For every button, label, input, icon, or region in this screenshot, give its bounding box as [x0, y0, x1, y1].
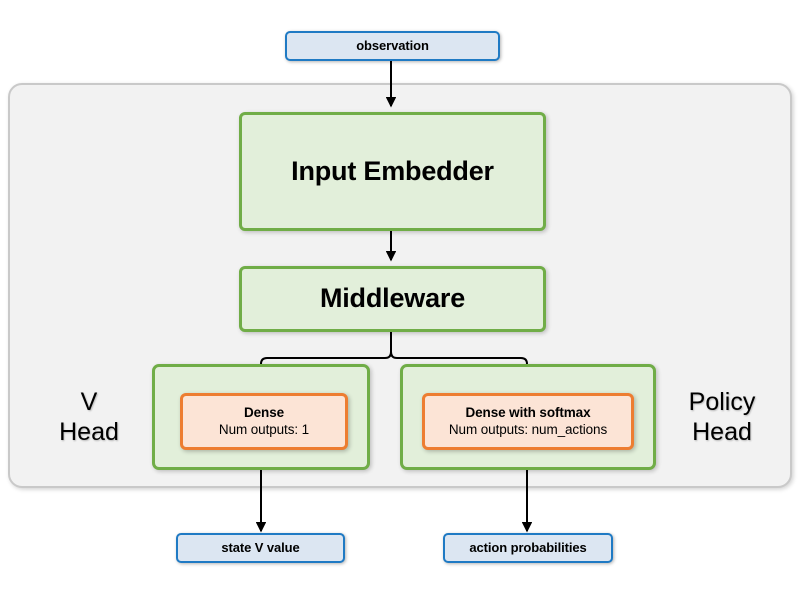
v-head-dense-subtitle: Num outputs: 1: [218, 422, 310, 437]
middleware-label: Middleware: [319, 283, 466, 314]
state-v-value-label: state V value: [221, 539, 300, 555]
policy-head-label: Policy Head: [662, 381, 782, 453]
state-v-value-node[interactable]: state V value: [176, 533, 345, 563]
action-probabilities-node[interactable]: action probabilities: [443, 533, 613, 563]
input-embedder-node[interactable]: Input Embedder: [239, 112, 546, 231]
v-head-container[interactable]: Dense Num outputs: 1: [152, 364, 370, 470]
policy-head-dense-node[interactable]: Dense with softmax Num outputs: num_acti…: [422, 393, 634, 450]
observation-node[interactable]: observation: [285, 31, 500, 61]
v-head-dense-title: Dense: [243, 405, 285, 421]
policy-head-label-line1: Policy: [688, 387, 756, 416]
input-embedder-label: Input Embedder: [291, 155, 494, 186]
v-head-label-line1: V: [80, 387, 98, 416]
action-probabilities-label: action probabilities: [469, 539, 587, 555]
policy-head-label-line2: Head: [692, 418, 752, 446]
middleware-node[interactable]: Middleware: [239, 266, 546, 332]
observation-label: observation: [356, 37, 429, 53]
v-head-label-line2: Head: [59, 418, 119, 446]
policy-head-dense-title: Dense with softmax: [465, 405, 591, 421]
v-head-dense-node[interactable]: Dense Num outputs: 1: [180, 393, 348, 450]
policy-head-container[interactable]: Dense with softmax Num outputs: num_acti…: [400, 364, 656, 470]
v-head-label: V Head: [30, 381, 148, 453]
policy-head-dense-subtitle: Num outputs: num_actions: [448, 422, 608, 437]
